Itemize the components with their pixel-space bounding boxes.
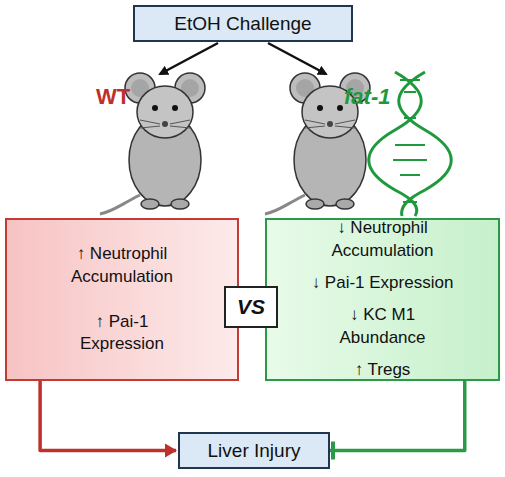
node-text: EtOH Challenge bbox=[174, 11, 311, 37]
node-text: ↓ Pai-1 Expression bbox=[312, 272, 454, 295]
arrow-head bbox=[165, 444, 177, 458]
group-label: fat-1 bbox=[344, 84, 390, 110]
node-text: ↑ Pai-1 Expression bbox=[52, 311, 192, 357]
wt-outcome-box: ↑ Neutrophil Accumulation ↑ Pai-1 Express… bbox=[5, 218, 239, 381]
node-text: ↑ Tregs bbox=[355, 359, 411, 382]
versus-box: VS bbox=[224, 286, 278, 328]
node-text: ↓ Neutrophil Accumulation bbox=[308, 217, 458, 263]
connector bbox=[330, 381, 465, 460]
start-box: EtOH Challenge bbox=[133, 5, 353, 42]
node-text: ↓ KC M1 Abundance bbox=[308, 304, 458, 350]
group-label: WT bbox=[96, 84, 130, 110]
node-text: ↑ Neutrophil Accumulation bbox=[52, 243, 192, 289]
fat1-outcome-box: ↓ Neutrophil Accumulation ↓ Pai-1 Express… bbox=[265, 218, 500, 381]
connector-line bbox=[330, 381, 465, 451]
node-text: VS bbox=[237, 293, 265, 321]
connector bbox=[40, 381, 177, 458]
connector-line bbox=[40, 381, 176, 451]
node-text: Liver Injury bbox=[208, 438, 301, 464]
inhibit-bar bbox=[331, 442, 335, 460]
outcome-box: Liver Injury bbox=[178, 432, 330, 469]
challenge-arrow bbox=[268, 43, 326, 74]
challenge-arrow bbox=[160, 43, 218, 74]
